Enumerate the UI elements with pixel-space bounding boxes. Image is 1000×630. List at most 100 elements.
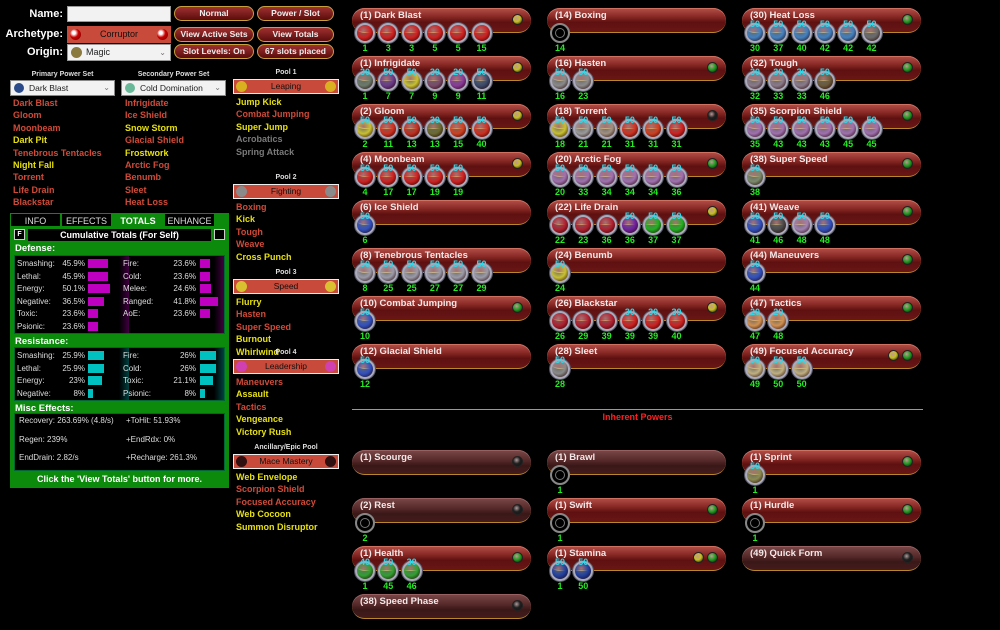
enhancement-slot-icon[interactable]: [619, 167, 640, 187]
enhancement-slot-icon[interactable]: [619, 119, 640, 139]
enhancement-slot-icon[interactable]: [596, 311, 617, 331]
power-list-item[interactable]: Dark Pit: [13, 135, 48, 146]
enhancement-slot-icon[interactable]: [448, 263, 469, 283]
archetype-select[interactable]: Corruptor: [67, 26, 171, 43]
power-list-item[interactable]: Focused Accuracy: [236, 496, 316, 507]
window-icon[interactable]: [214, 229, 225, 240]
power-list-item[interactable]: Torrent: [13, 172, 44, 183]
enhancement-slot-icon[interactable]: [355, 119, 375, 139]
enhancement-slot-icon[interactable]: [471, 263, 492, 283]
power-list-item[interactable]: Life Drain: [13, 184, 55, 195]
power-list-item[interactable]: Moonbeam: [13, 122, 61, 133]
enhancement-slot-icon[interactable]: [768, 119, 789, 139]
power-list-item[interactable]: Blackstar: [13, 197, 54, 208]
power-list-item[interactable]: Victory Rush: [236, 426, 292, 437]
enhancement-slot-icon[interactable]: [471, 23, 492, 43]
enhancement-slot-icon[interactable]: [378, 167, 399, 187]
enhancement-slot-icon[interactable]: [861, 119, 882, 139]
power-list-item[interactable]: Whirlwind: [236, 346, 279, 357]
enhancement-slot-icon[interactable]: [401, 561, 422, 581]
enhancement-slot-icon[interactable]: [643, 311, 664, 331]
enhancement-slot-icon[interactable]: [378, 71, 399, 91]
power-list-item[interactable]: Cross Punch: [236, 251, 292, 262]
tab-effects[interactable]: EFFECTS: [61, 213, 112, 227]
origin-select[interactable]: Magic ⌄: [67, 44, 171, 61]
enhancement-slot-icon[interactable]: [424, 263, 445, 283]
normal-button[interactable]: Normal: [174, 6, 254, 21]
power-list-item[interactable]: Web Cocoon: [236, 509, 291, 520]
enhancement-slot-icon[interactable]: [378, 23, 399, 43]
enhancement-slot-icon[interactable]: [355, 23, 375, 43]
enhancement-slot-icon[interactable]: [573, 215, 594, 235]
power-list-item[interactable]: Acrobatics: [236, 134, 283, 145]
power-list-item[interactable]: Benumb: [125, 172, 161, 183]
enhancement-slot-icon[interactable]: [791, 71, 812, 91]
pool-select[interactable]: Leaping: [233, 79, 339, 94]
enhancement-slot-icon[interactable]: [355, 311, 375, 331]
pool-select[interactable]: Speed: [233, 279, 339, 294]
tab-enhance[interactable]: ENHANCE: [164, 213, 215, 227]
enhancement-slot-icon[interactable]: [814, 23, 835, 43]
power-list-item[interactable]: Super Jump: [236, 121, 289, 132]
enhancement-slot-icon[interactable]: [573, 311, 594, 331]
power-bar[interactable]: (14) Boxing: [547, 8, 726, 33]
pool-select[interactable]: Mace Mastery: [233, 454, 339, 469]
enhancement-slot-icon[interactable]: [378, 561, 399, 581]
power-bar[interactable]: (38) Super Speed: [742, 152, 921, 177]
empty-slot-icon[interactable]: [355, 513, 375, 533]
power-bar[interactable]: (1) Hurdle: [742, 498, 921, 523]
power-list-item[interactable]: Gloom: [13, 110, 42, 121]
empty-slot-icon[interactable]: [745, 513, 765, 533]
empty-slot-icon[interactable]: [550, 513, 570, 533]
power-bar[interactable]: (10) Combat Jumping: [352, 296, 531, 321]
enhancement-slot-icon[interactable]: [550, 263, 570, 283]
enhancement-slot-icon[interactable]: [791, 119, 812, 139]
enhancement-slot-icon[interactable]: [768, 23, 789, 43]
power-bar[interactable]: (2) Rest: [352, 498, 531, 523]
enhancement-slot-icon[interactable]: [814, 119, 835, 139]
enhancement-slot-icon[interactable]: [791, 23, 812, 43]
power-list-item[interactable]: Night Fall: [13, 159, 54, 170]
power-list-item[interactable]: Flurry: [236, 297, 262, 307]
enhancement-slot-icon[interactable]: [471, 71, 492, 91]
power-list-item[interactable]: Maneuvers: [236, 377, 284, 387]
enhancement-slot-icon[interactable]: [573, 71, 594, 91]
enhancement-slot-icon[interactable]: [448, 167, 469, 187]
enhancement-slot-icon[interactable]: [643, 167, 664, 187]
tab-info[interactable]: INFO: [10, 213, 61, 227]
power-list-item[interactable]: Ice Shield: [125, 110, 168, 121]
enhancement-slot-icon[interactable]: [424, 23, 445, 43]
enhancement-slot-icon[interactable]: [573, 119, 594, 139]
slots-placed-button[interactable]: 67 slots placed: [257, 44, 334, 59]
enhancement-slot-icon[interactable]: [355, 71, 375, 91]
tab-totals[interactable]: TOTALS: [112, 213, 164, 227]
power-bar[interactable]: (28) Sleet: [547, 344, 726, 369]
power-list-item[interactable]: Infrigidate: [125, 98, 169, 108]
pool-select[interactable]: Leadership: [233, 359, 339, 374]
enhancement-slot-icon[interactable]: [619, 311, 640, 331]
enhancement-slot-icon[interactable]: [550, 167, 570, 187]
power-list-item[interactable]: Tough: [236, 226, 263, 237]
enhancement-slot-icon[interactable]: [550, 71, 570, 91]
enhancement-slot-icon[interactable]: [550, 359, 570, 379]
enhancement-slot-icon[interactable]: [745, 167, 765, 187]
pool-select[interactable]: Fighting: [233, 184, 339, 199]
power-list-item[interactable]: Boxing: [236, 202, 267, 212]
enhancement-slot-icon[interactable]: [768, 71, 789, 91]
enhancement-slot-icon[interactable]: [768, 359, 789, 379]
enhancement-slot-icon[interactable]: [838, 119, 859, 139]
power-bar[interactable]: (49) Quick Form: [742, 546, 921, 571]
enhancement-slot-icon[interactable]: [643, 215, 664, 235]
power-list-item[interactable]: Glacial Shield: [125, 135, 185, 146]
enhancement-slot-icon[interactable]: [355, 263, 375, 283]
power-bar[interactable]: (44) Maneuvers: [742, 248, 921, 273]
enhancement-slot-icon[interactable]: [378, 119, 399, 139]
enhancement-slot-icon[interactable]: [471, 119, 492, 139]
power-list-item[interactable]: Weave: [236, 239, 265, 250]
power-list-item[interactable]: Scorpion Shield: [236, 484, 305, 495]
power-list-item[interactable]: Heat Loss: [125, 197, 169, 208]
enhancement-slot-icon[interactable]: [573, 561, 594, 581]
enhancement-slot-icon[interactable]: [596, 167, 617, 187]
power-list-item[interactable]: Super Speed: [236, 321, 292, 332]
power-bar[interactable]: (24) Benumb: [547, 248, 726, 273]
